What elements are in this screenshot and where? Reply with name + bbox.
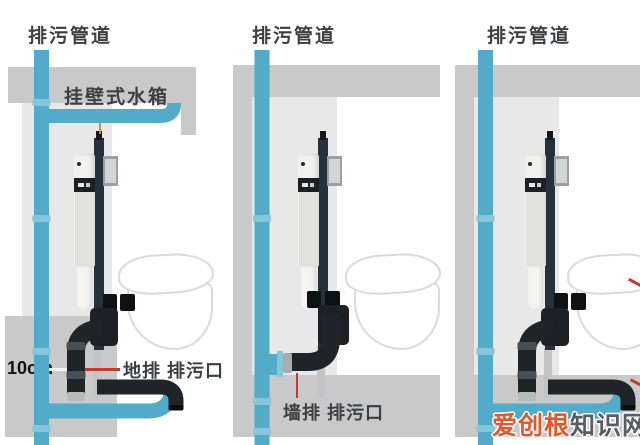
wall-outlet-label: 墙排 排污口 bbox=[283, 403, 385, 423]
floor-collar bbox=[518, 392, 536, 401]
pipe-joint bbox=[476, 215, 495, 222]
tank-valve-band bbox=[74, 178, 95, 192]
tank-lower-body bbox=[75, 192, 94, 266]
mount-bracket bbox=[120, 294, 135, 311]
flush-plate-inner bbox=[329, 159, 340, 183]
floor-slab bbox=[337, 375, 440, 437]
mount-bracket bbox=[554, 293, 568, 310]
tank-button bbox=[528, 162, 532, 166]
frame-top-stub bbox=[96, 131, 102, 140]
valve-mark bbox=[537, 183, 541, 187]
concealed-cistern-frame bbox=[318, 138, 328, 350]
pipe-joint bbox=[32, 348, 51, 355]
pipe-open-end bbox=[620, 405, 636, 411]
watermark-suffix: 知识网 bbox=[570, 412, 640, 440]
drain-elbow-pipe bbox=[67, 319, 104, 396]
floor-collar bbox=[67, 392, 85, 401]
measure-line bbox=[47, 368, 81, 371]
pipe-joint bbox=[253, 215, 271, 222]
cistern-foot bbox=[93, 348, 101, 398]
frame-top-stub bbox=[547, 131, 553, 140]
sewage-pipe-label-2: 排污管道 bbox=[252, 26, 337, 47]
floor-outlet-pipe bbox=[97, 379, 184, 409]
outlet-coupling-ring bbox=[517, 371, 537, 379]
cistern-foot bbox=[317, 346, 325, 398]
tank-lower-body bbox=[526, 192, 545, 266]
flush-bend-pipe bbox=[77, 266, 92, 310]
pipe-joint bbox=[476, 425, 495, 432]
pipe-joint bbox=[32, 99, 51, 106]
pipe-joint bbox=[253, 398, 271, 405]
tank-valve-band bbox=[298, 178, 319, 192]
tank-valve-band bbox=[525, 178, 546, 192]
wall-tank-label: 挂壁式水箱 bbox=[64, 87, 170, 108]
sewage-pipe-label-1: 排污管道 bbox=[28, 26, 113, 47]
red-pointer-line bbox=[81, 368, 120, 371]
pipe-joint bbox=[253, 428, 271, 435]
concealed-cistern-frame bbox=[545, 138, 555, 350]
floor-outlet-pipe bbox=[548, 379, 636, 409]
pipe-joint bbox=[32, 425, 51, 432]
outlet-coupling-ring bbox=[66, 371, 86, 379]
valve-mark bbox=[310, 183, 314, 187]
tank-button bbox=[301, 162, 305, 166]
watermark: 爱创根知识网 bbox=[492, 406, 640, 442]
mount-bracket bbox=[571, 293, 586, 310]
drain-elbow-pipe bbox=[518, 319, 555, 396]
frame-top-stub bbox=[320, 131, 326, 140]
concealed-cistern-frame bbox=[94, 138, 104, 350]
cistern-foot bbox=[544, 348, 552, 398]
supply-branch-pipe bbox=[48, 103, 181, 123]
outlet-coupling-ring bbox=[66, 342, 86, 350]
sewage-pipe-label-3: 排污管道 bbox=[487, 26, 572, 47]
outlet-coupling-ring bbox=[517, 342, 537, 350]
valve-mark bbox=[302, 183, 308, 187]
floor-outlet-label: 地排 排污口 bbox=[123, 361, 225, 381]
valve-mark bbox=[529, 183, 535, 187]
tank-button bbox=[77, 162, 81, 166]
wall-corner bbox=[181, 97, 196, 135]
watermark-brand: 爱创根 bbox=[492, 412, 571, 440]
flush-bend-pipe bbox=[528, 266, 543, 310]
mount-bracket bbox=[307, 291, 321, 308]
pipe-open-end bbox=[168, 405, 184, 411]
flush-plate-inner bbox=[556, 159, 567, 183]
wall-drain-tee-cap bbox=[277, 351, 283, 377]
wall-drain-elbow-pipe bbox=[291, 314, 340, 371]
tank-lower-body bbox=[299, 192, 318, 266]
valve-mark bbox=[86, 183, 90, 187]
flush-plate-inner bbox=[105, 159, 116, 183]
valve-mark bbox=[78, 183, 84, 187]
outlet-coupling-ring bbox=[283, 353, 292, 373]
red-pointer-line bbox=[295, 373, 298, 398]
mount-bracket bbox=[325, 291, 340, 308]
pipe-joint bbox=[476, 348, 495, 355]
pipe-joint bbox=[32, 215, 51, 222]
mount-bracket bbox=[103, 294, 117, 311]
